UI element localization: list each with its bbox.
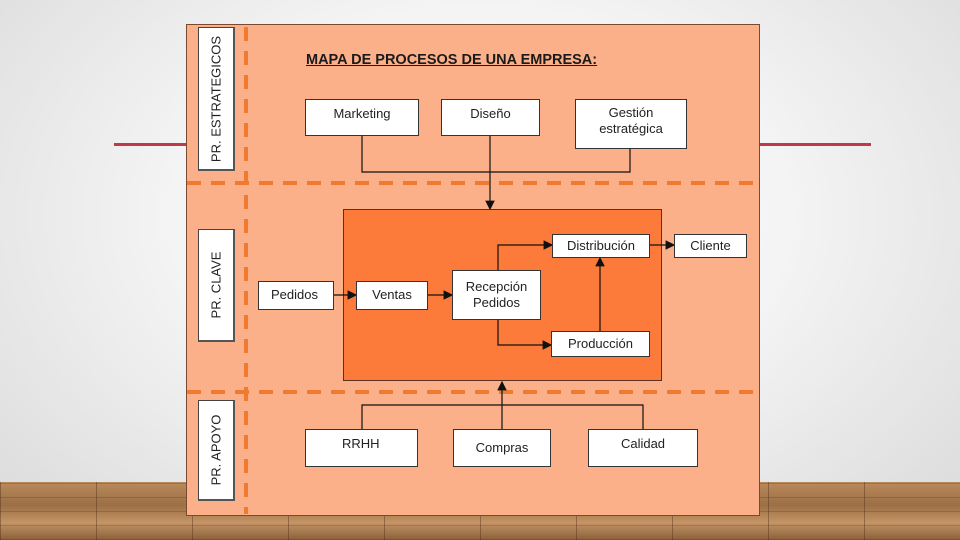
process-strategic-management: Gestión estratégica — [575, 99, 687, 149]
process-customer: Cliente — [674, 234, 747, 258]
lane-label-strategic: PR. ESTRATEGICOS — [198, 27, 235, 171]
lane-label-key: PR. CLAVE — [198, 229, 235, 342]
diagram-title: MAPA DE PROCESOS DE UNA EMPRESA: — [306, 52, 598, 68]
process-design: Diseño — [441, 99, 540, 136]
process-orders: Pedidos — [258, 281, 334, 310]
accent-line-right — [760, 143, 871, 146]
process-distribution: Distribución — [552, 234, 650, 258]
accent-line-left — [114, 143, 186, 146]
arrow-reception-to-distribution — [497, 240, 554, 270]
process-production: Producción — [551, 331, 650, 357]
wire-marketing — [361, 135, 490, 173]
process-quality: Calidad — [588, 429, 698, 467]
process-order-reception: Recepción Pedidos — [452, 270, 541, 320]
wire-strategic-management — [490, 148, 631, 173]
lane-label-support: PR. APOYO — [198, 400, 235, 501]
process-purchasing: Compras — [453, 429, 551, 467]
process-sales: Ventas — [356, 281, 428, 310]
arrow-reception-to-production — [497, 320, 553, 350]
process-hr: RRHH — [305, 429, 418, 467]
process-marketing: Marketing — [305, 99, 419, 136]
